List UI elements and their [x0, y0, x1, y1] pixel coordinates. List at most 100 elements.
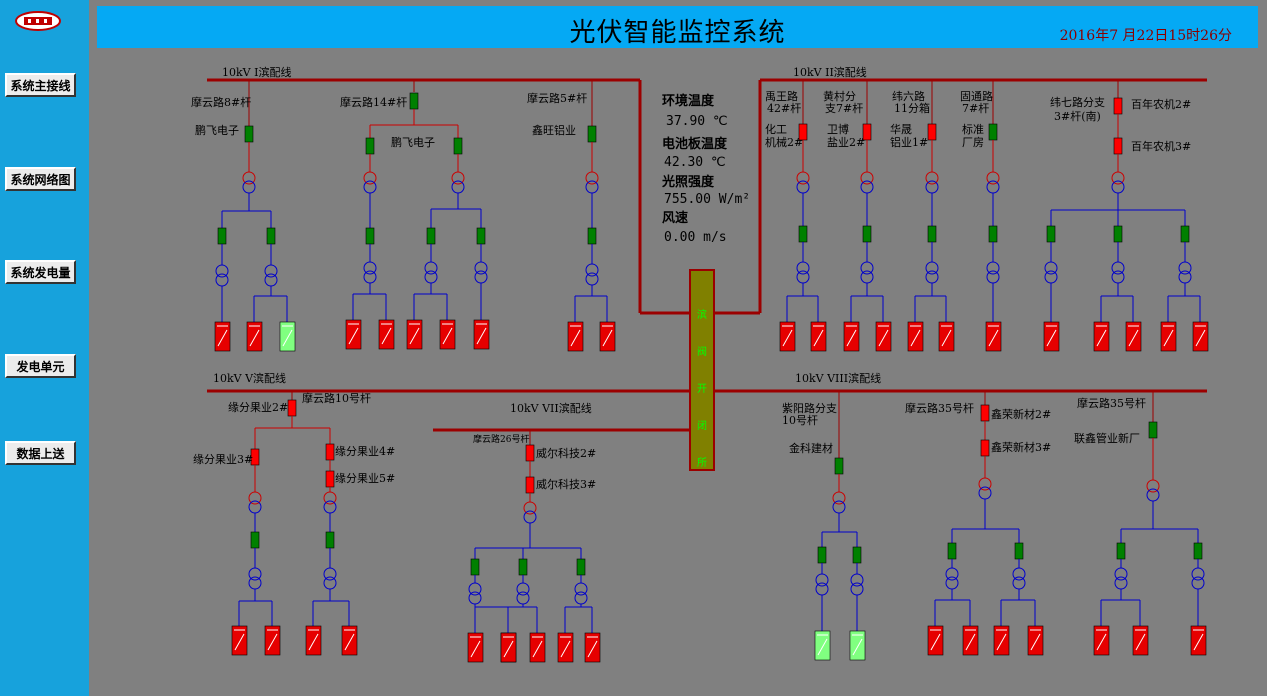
inverter-glyph — [996, 633, 1007, 651]
inverter-glyph — [560, 640, 571, 658]
nav-data-upload-button[interactable]: 数据上送 — [5, 441, 76, 465]
wind-speed-label: 风速 — [662, 211, 689, 226]
transformer-icon — [1114, 567, 1128, 581]
breaker-closed-icon[interactable] — [518, 558, 528, 576]
inverter-glyph — [1046, 329, 1057, 347]
breaker-closed-icon[interactable] — [453, 137, 463, 155]
breaker-alarm-icon[interactable] — [325, 470, 335, 488]
breaker-alarm-icon[interactable] — [980, 439, 990, 457]
diagram-label: 摩云路14#杆 — [340, 95, 407, 109]
breaker-closed-icon[interactable] — [1148, 421, 1158, 439]
breaker-closed-icon[interactable] — [325, 531, 335, 549]
inverter-glyph — [234, 633, 245, 651]
breaker-closed-icon[interactable] — [476, 227, 486, 245]
nav-generation-button[interactable]: 系统发电量 — [5, 260, 76, 284]
transformer-icon — [523, 501, 537, 515]
breaker-closed-icon[interactable] — [217, 227, 227, 245]
breaker-closed-icon[interactable] — [988, 123, 998, 141]
transformer-icon — [986, 261, 1000, 275]
breaker-alarm-icon[interactable] — [798, 123, 808, 141]
breaker-closed-icon[interactable] — [1193, 542, 1203, 560]
breaker-alarm-icon[interactable] — [1113, 97, 1123, 115]
transformer-icon — [264, 264, 278, 278]
inverter-glyph — [1163, 329, 1174, 347]
breaker-alarm-icon[interactable] — [325, 443, 335, 461]
transformer-icon — [925, 171, 939, 185]
diagram-label: 禹王路 — [765, 90, 798, 103]
breaker-alarm-icon[interactable] — [525, 444, 535, 462]
diagram-label: 3#杆(南) — [1054, 109, 1101, 123]
irradiance-label: 光照强度 — [662, 175, 715, 190]
diagram-label: 华晟 — [890, 122, 912, 136]
breaker-alarm-icon[interactable] — [1113, 137, 1123, 155]
breaker-alarm-icon[interactable] — [862, 123, 872, 141]
diagram-label: 铝业1# — [890, 135, 928, 149]
diagram-label: 摩云路35号杆 — [905, 401, 974, 415]
switch-station-box[interactable] — [689, 269, 715, 471]
inverter-glyph — [282, 329, 293, 347]
transformer-icon — [516, 582, 530, 596]
breaker-closed-icon[interactable] — [1113, 225, 1123, 243]
breaker-closed-icon[interactable] — [365, 137, 375, 155]
diagram-label: 摩云路26号杆 — [473, 433, 529, 445]
breaker-closed-icon[interactable] — [817, 546, 827, 564]
feeder-label: 10kV VIII滨配线 — [795, 371, 881, 385]
breaker-closed-icon[interactable] — [587, 227, 597, 245]
breaker-closed-icon[interactable] — [409, 92, 419, 110]
transformer-icon — [474, 270, 488, 284]
breaker-closed-icon[interactable] — [470, 558, 480, 576]
breaker-closed-icon[interactable] — [1014, 542, 1024, 560]
transformer-icon — [215, 264, 229, 278]
transformer-icon — [363, 270, 377, 284]
diagram-label: 威尔科技2# — [536, 446, 596, 460]
breaker-closed-icon[interactable] — [250, 531, 260, 549]
breaker-closed-icon[interactable] — [1116, 542, 1126, 560]
inverter-glyph — [503, 640, 514, 658]
transformer-icon — [832, 491, 846, 505]
diagram-label: 纬七路分支 — [1050, 96, 1105, 109]
feeder-label: 10kV V滨配线 — [213, 371, 286, 385]
panel-temp-label: 电池板温度 — [662, 137, 728, 152]
transformer-icon — [860, 171, 874, 185]
diagram-label: 威尔科技3# — [536, 477, 596, 491]
nav-network-button[interactable]: 系统网络图 — [5, 167, 76, 191]
breaker-closed-icon[interactable] — [834, 457, 844, 475]
transformer-icon — [363, 261, 377, 275]
breaker-alarm-icon[interactable] — [525, 476, 535, 494]
breaker-closed-icon[interactable] — [927, 225, 937, 243]
transformer-icon — [815, 573, 829, 587]
diagram-label: 百年农机3# — [1131, 139, 1191, 153]
breaker-alarm-icon[interactable] — [980, 404, 990, 422]
transformer-icon — [986, 171, 1000, 185]
transformer-icon — [925, 180, 939, 194]
diagram-label: 联鑫管业新厂 — [1074, 431, 1140, 445]
breaker-closed-icon[interactable] — [862, 225, 872, 243]
breaker-closed-icon[interactable] — [1046, 225, 1056, 243]
breaker-closed-icon[interactable] — [798, 225, 808, 243]
breaker-closed-icon[interactable] — [947, 542, 957, 560]
breaker-closed-icon[interactable] — [244, 125, 254, 143]
feeder-label: 10kV II滨配线 — [793, 65, 867, 79]
breaker-closed-icon[interactable] — [1180, 225, 1190, 243]
breaker-alarm-icon[interactable] — [287, 399, 297, 417]
diagram-label: 紫阳路分支 — [782, 402, 837, 415]
inverter-glyph — [1030, 633, 1041, 651]
diagram-label: 11分箱 — [894, 101, 930, 115]
inverter-glyph — [267, 633, 278, 651]
breaker-closed-icon[interactable] — [587, 125, 597, 143]
diagram-label: 42#杆 — [767, 101, 801, 115]
nav-main-wiring-button[interactable]: 系统主接线 — [5, 73, 76, 97]
breaker-closed-icon[interactable] — [365, 227, 375, 245]
breaker-closed-icon[interactable] — [266, 227, 276, 245]
diagram-label: 鑫荣新材2# — [991, 407, 1051, 421]
nav-generation-unit-button[interactable]: 发电单元 — [5, 354, 76, 378]
page-title: 光伏智能监控系统 — [569, 18, 786, 48]
breaker-closed-icon[interactable] — [426, 227, 436, 245]
breaker-closed-icon[interactable] — [852, 546, 862, 564]
breaker-closed-icon[interactable] — [576, 558, 586, 576]
breaker-alarm-icon[interactable] — [927, 123, 937, 141]
transformer-icon — [1111, 261, 1125, 275]
breaker-closed-icon[interactable] — [988, 225, 998, 243]
transformer-icon — [248, 500, 262, 514]
transformer-icon — [860, 270, 874, 284]
